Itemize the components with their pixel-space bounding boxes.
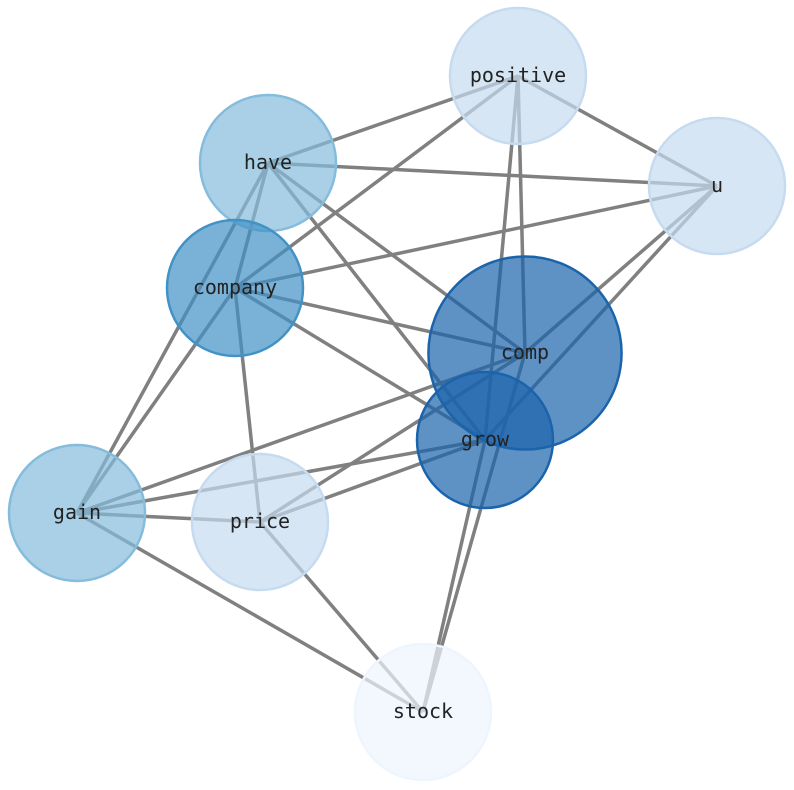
node-label: have — [244, 150, 292, 174]
node-positive[interactable]: positive — [448, 6, 588, 146]
node-circle[interactable] — [448, 6, 588, 146]
node-label: u — [711, 173, 723, 197]
node-stock[interactable]: stock — [353, 642, 493, 782]
edge-company-u — [234, 184, 718, 290]
node-circle[interactable] — [165, 218, 305, 358]
node-label: stock — [393, 699, 453, 723]
node-have[interactable]: have — [198, 93, 338, 233]
node-label: price — [230, 509, 290, 533]
node-circle[interactable] — [647, 116, 787, 256]
edge-have-u — [267, 161, 718, 188]
node-grow[interactable]: grow — [415, 370, 555, 510]
node-label: comp — [501, 340, 549, 364]
node-gain[interactable]: gain — [7, 443, 147, 583]
node-label: gain — [53, 500, 101, 524]
node-label: grow — [461, 427, 510, 451]
node-circle[interactable] — [353, 642, 493, 782]
node-price[interactable]: price — [190, 452, 330, 592]
node-label: positive — [470, 63, 566, 87]
nodes-layer: positive have u company comp grow gain price sto… — [7, 6, 787, 782]
edges-layer — [75, 74, 719, 714]
node-company[interactable]: company — [165, 218, 305, 358]
node-circle[interactable] — [190, 452, 330, 592]
node-circle[interactable] — [415, 370, 555, 510]
node-u[interactable]: u — [647, 116, 787, 256]
node-circle[interactable] — [7, 443, 147, 583]
node-label: company — [193, 275, 277, 299]
